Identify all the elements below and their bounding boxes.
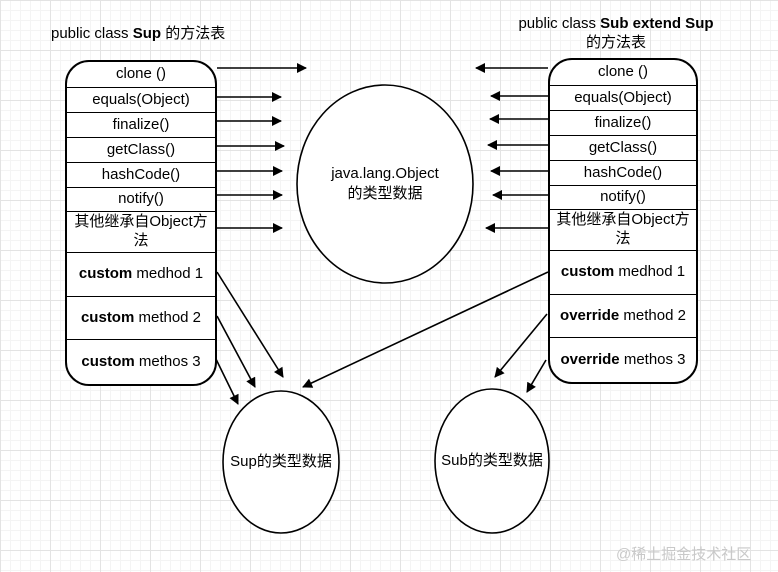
method-row-text: clone ()	[115, 65, 167, 83]
method-row-bold: custom	[78, 265, 133, 283]
method-row: finalize()	[67, 112, 215, 137]
method-row-text: hashCode()	[583, 163, 663, 181]
connector-arrow	[494, 313, 548, 378]
method-row-text: equals(Object)	[574, 88, 672, 106]
arrow-group	[214, 63, 549, 405]
method-row: 其他继承自Object方法	[550, 209, 696, 250]
sup-ellipse	[222, 390, 340, 534]
method-row: getClass()	[550, 135, 696, 160]
method-row-text: methos 3	[134, 352, 201, 370]
sup-ellipse-label: Sup的类型数据	[230, 453, 332, 470]
title-text: public class	[51, 25, 133, 42]
right-table-title: public class Sub extend Sup 的方法表	[516, 15, 716, 53]
method-row: equals(Object)	[67, 87, 215, 112]
connector-arrow	[216, 315, 256, 388]
method-row: clone ()	[550, 60, 696, 85]
sub-method-table: clone () equals(Object) finalize() getClass…	[548, 58, 698, 384]
method-row-text: method 2	[619, 306, 686, 324]
watermark: @稀土掘金技术社区	[616, 546, 752, 563]
method-row-text: 其他继承自Object方法	[556, 211, 690, 247]
connector-arrow	[302, 271, 549, 388]
title-text: 的方法表	[585, 33, 646, 51]
object-ellipse-label: java.lang.Object 的类型数据	[305, 164, 465, 205]
method-row: getClass()	[67, 137, 215, 162]
method-row-bold: override	[560, 350, 620, 368]
connector-arrow	[526, 359, 547, 393]
method-row: override method 2	[550, 294, 696, 337]
method-row: custom methos 3	[67, 339, 215, 384]
method-row: 其他继承自Object方法	[67, 211, 215, 252]
title-bold: Sup	[132, 25, 162, 42]
method-row: hashCode()	[67, 162, 215, 187]
sup-method-table: clone () equals(Object) finalize() getClass…	[65, 60, 217, 386]
sub-ellipse	[434, 388, 550, 534]
method-row-text: notify()	[600, 188, 646, 206]
sub-ellipse-label: Sub的类型数据	[441, 452, 543, 469]
method-row-bold: custom	[81, 352, 135, 370]
left-table-title: public class Sup 的方法表	[51, 25, 225, 44]
method-row: clone ()	[67, 62, 215, 87]
method-row-text: finalize()	[112, 115, 170, 133]
method-row: equals(Object)	[550, 85, 696, 110]
method-row-text: notify()	[118, 190, 164, 208]
method-row-text: hashCode()	[101, 165, 181, 183]
method-row-text: medhod 1	[614, 263, 686, 281]
method-row-text: getClass()	[588, 138, 658, 156]
title-text: 的方法表	[161, 25, 226, 42]
method-row-text: methos 3	[619, 350, 686, 368]
title-text: public class	[518, 15, 601, 32]
method-row: finalize()	[550, 110, 696, 135]
method-row: hashCode()	[550, 160, 696, 185]
method-row-text: 其他继承自Object方法	[74, 213, 208, 249]
method-row: custom medhod 1	[67, 252, 215, 296]
method-row-bold: custom	[560, 263, 615, 281]
object-ellipse-label-line2: 的类型数据	[347, 185, 423, 203]
method-row-text: clone ()	[597, 63, 649, 81]
method-row-bold: custom	[80, 308, 135, 326]
method-row: notify()	[550, 185, 696, 209]
connector-arrow	[214, 356, 239, 405]
connector-arrow	[216, 271, 284, 378]
method-row-text: equals(Object)	[92, 90, 190, 108]
object-ellipse	[296, 84, 474, 284]
method-row-text: finalize()	[594, 113, 652, 131]
method-row-text: method 2	[134, 308, 202, 326]
method-row: override methos 3	[550, 337, 696, 382]
method-row: custom method 2	[67, 296, 215, 339]
method-row: notify()	[67, 187, 215, 211]
method-row-text: getClass()	[106, 140, 176, 158]
method-row-bold: override	[560, 306, 620, 324]
object-ellipse-label-line1: java.lang.Object	[331, 165, 439, 182]
method-row: custom medhod 1	[550, 250, 696, 294]
title-bold: Sub extend Sup	[600, 15, 714, 32]
method-row-text: medhod 1	[132, 265, 204, 283]
